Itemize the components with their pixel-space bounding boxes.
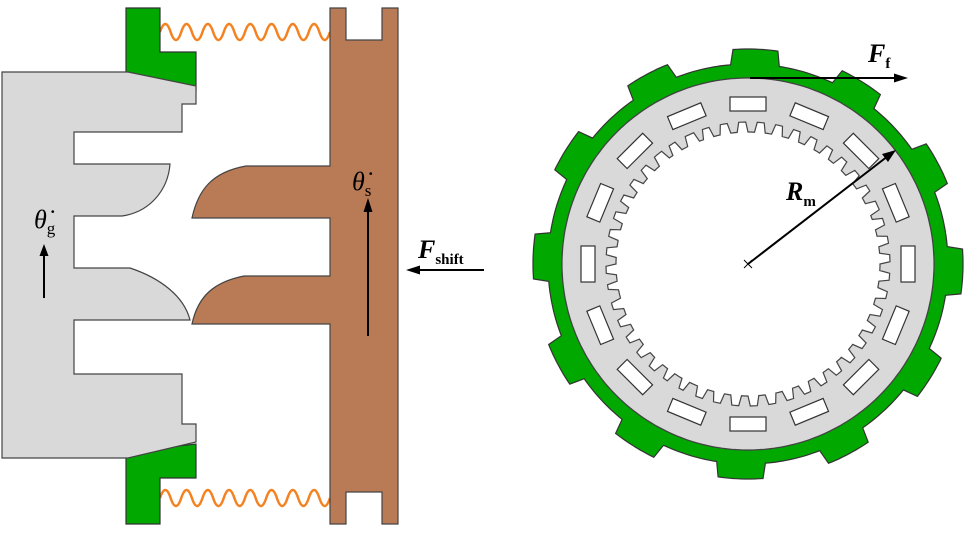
bottom-spring xyxy=(158,488,332,508)
theta-g-arrow xyxy=(39,244,49,298)
r-m-arrow xyxy=(747,150,896,265)
ring-slot xyxy=(729,416,767,432)
f-f-label: Ff xyxy=(867,39,891,72)
ring-slot xyxy=(580,245,596,283)
ring-slot xyxy=(616,358,654,396)
ring-slot xyxy=(842,132,880,170)
ring-slot xyxy=(586,305,615,346)
ring-slot xyxy=(666,102,707,131)
shift-sleeve xyxy=(191,7,399,525)
friction-ring xyxy=(561,77,935,451)
f-shift-arrow xyxy=(406,265,484,275)
ring-slot xyxy=(881,182,910,223)
ring-slot xyxy=(666,397,707,426)
ring-slot xyxy=(729,96,767,112)
theta-s-arrow xyxy=(363,198,373,336)
center-mark xyxy=(743,259,753,269)
ring-slot xyxy=(900,245,916,283)
ring-slot xyxy=(881,305,910,346)
ring-slot xyxy=(789,102,830,131)
ring-slot xyxy=(789,397,830,426)
ring-slot xyxy=(586,182,615,223)
ring-slot xyxy=(842,358,880,396)
ring-slot xyxy=(616,132,654,170)
r-m-label: Rm xyxy=(785,177,816,210)
f-f-arrow xyxy=(750,73,908,83)
top-spring xyxy=(158,22,332,42)
f-shift-label: Fshift xyxy=(417,235,464,268)
gear-body xyxy=(1,71,197,459)
